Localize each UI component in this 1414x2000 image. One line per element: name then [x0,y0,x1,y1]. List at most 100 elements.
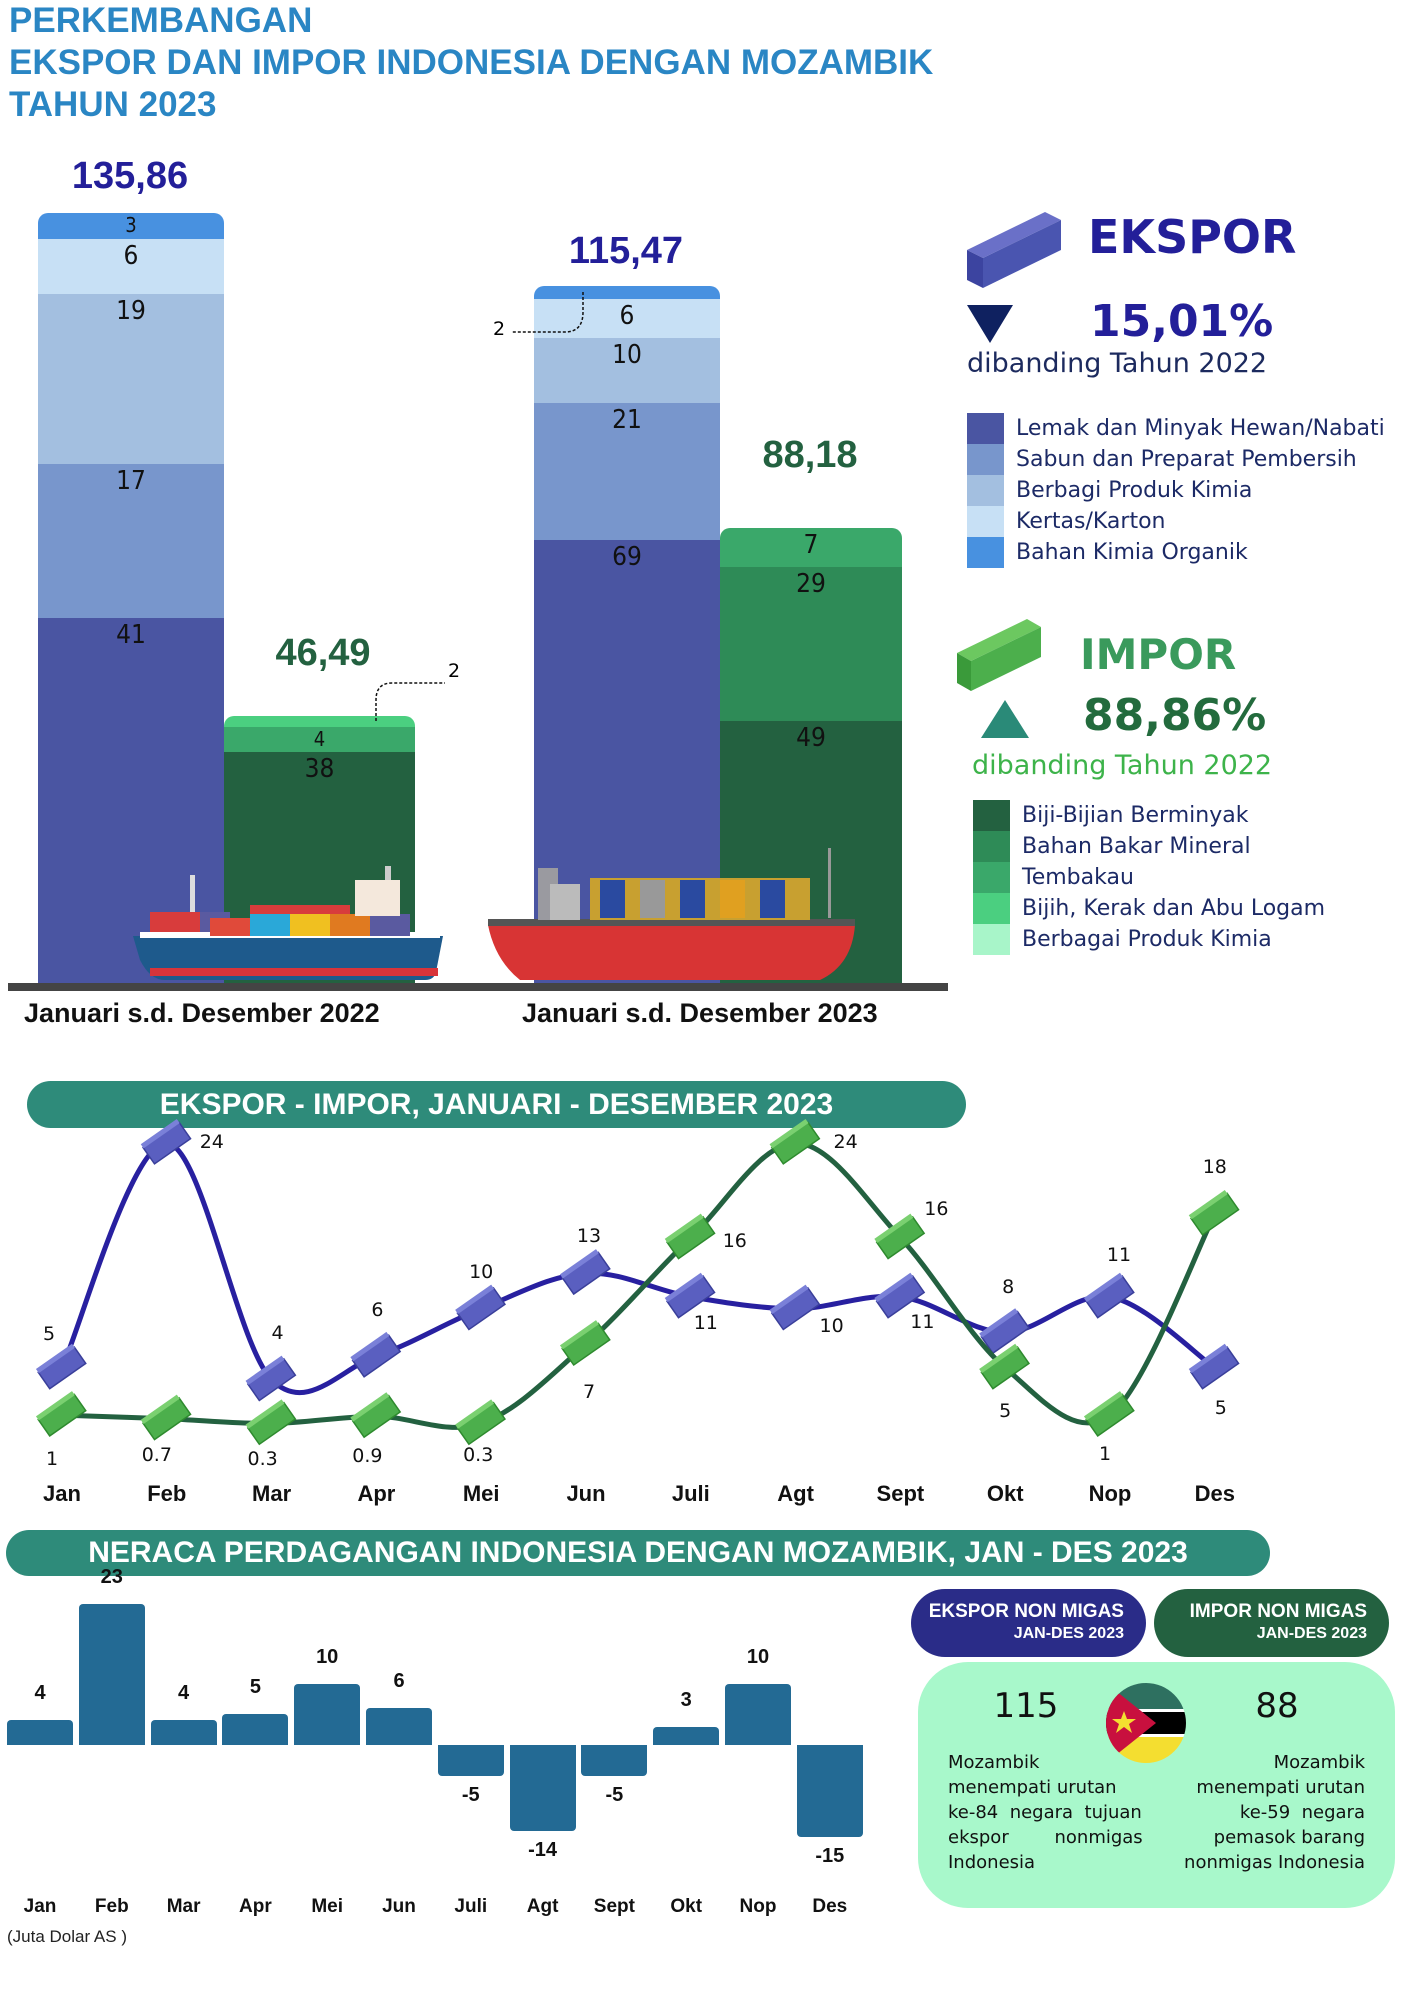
neraca-month-label: Agt [526,1896,559,1917]
data-label-impor: 7 [582,1381,596,1404]
segment-berbagi-produk-kimia: 19 [38,294,224,464]
neraca-bar [222,1714,289,1745]
neraca-value-label: 10 [316,1645,339,1668]
legend-item: Lemak dan Minyak Hewan/Nabati [1016,416,1385,441]
month-label: Nop [1088,1481,1132,1506]
container-impor-icon [957,619,1041,691]
ekspor-nonmigas-period: JAN-DES 2023 [1013,1625,1124,1642]
unit-label: (Juta Dolar AS ) [7,1927,127,1946]
month-label: Juli [671,1481,710,1506]
impor-heading: IMPOR [1080,630,1237,679]
container-marker-impor [874,1213,926,1260]
data-label-impor: 16 [722,1229,747,1252]
month-label: Jan [43,1481,81,1506]
container-marker-impor [350,1392,402,1439]
data-label-ekspor: 5 [42,1322,56,1345]
data-label-impor: 1 [45,1448,59,1471]
rank-text-line: nonmigas Indonesia [1184,1852,1365,1873]
ekspor-compare: dibanding Tahun 2022 [967,348,1268,379]
neraca-value-label: 4 [34,1682,46,1705]
data-label-ekspor: 11 [693,1311,718,1334]
neraca-bar [437,1745,504,1776]
neraca-bar [7,1720,73,1745]
legend-item: Kertas/Karton [1016,509,1166,534]
baseline [8,983,948,991]
legend-item: Bahan Bakar Mineral [1022,834,1251,859]
neraca-month-label: Sept [593,1896,635,1917]
container-marker-impor [769,1118,821,1165]
data-label-ekspor: 24 [199,1131,224,1154]
impor-compare: dibanding Tahun 2022 [972,750,1273,781]
legend-swatch [967,537,1004,568]
ship-icon [133,866,443,980]
neraca-month-label: Jan [23,1896,57,1917]
rank-text-line: Mozambik [1273,1752,1365,1773]
legend-item: Tembakau [1022,865,1134,890]
container-marker-ekspor [874,1272,926,1319]
container-marker-ekspor [1188,1343,1240,1390]
data-label-impor: 1 [1098,1443,1112,1466]
rank-text-line: Mozambik [948,1752,1040,1773]
container-marker-ekspor [35,1343,87,1390]
neraca-month-label: Okt [670,1896,703,1917]
container-marker-impor [664,1213,716,1260]
data-label-ekspor: 13 [576,1225,602,1248]
container-marker-ekspor [769,1284,821,1331]
neraca-value-label: -5 [461,1783,480,1806]
neraca-bar [653,1726,720,1745]
data-label-impor: 0.3 [463,1444,494,1467]
total-impor-2023: 88,18 [762,434,858,476]
title-line-1: PERKEMBANGAN [9,1,313,40]
month-label: Mei [462,1481,500,1506]
container-marker-ekspor [979,1308,1031,1355]
segment-kertas-karton: 6 [534,299,720,338]
container-marker-ekspor [559,1249,611,1296]
segment-bijih-kerak [224,716,415,727]
segment-kertas-karton: 6 [38,239,224,294]
neraca-bar [150,1720,217,1745]
month-label: Apr [357,1481,396,1506]
container-marker-ekspor [140,1118,192,1165]
neraca-month-label: Feb [94,1896,129,1917]
legend-item: Berbagi Produk Kimia [1016,478,1253,503]
legend-swatch [973,831,1010,862]
ekspor-nonmigas-badge: EKSPOR NON MIGAS JAN-DES 2023 [911,1589,1146,1657]
month-label: Jun [566,1481,606,1506]
segment-bahan-bakar: 29 [720,567,902,721]
data-label-impor: 0.7 [141,1443,172,1466]
container-marker-impor [455,1399,507,1446]
line-chart-header: EKSPOR - IMPOR, JANUARI - DESEMBER 2023 [27,1081,966,1128]
up-triangle-icon [981,700,1029,738]
neraca-month-label: Mar [166,1896,201,1917]
container-ekspor-icon [967,212,1061,288]
neraca-value-label: 6 [393,1670,405,1693]
month-label: Okt [986,1481,1024,1506]
segment-tembakau: 4 [224,727,415,752]
segment-tembakau: 7 [720,528,902,567]
ship-icon [488,848,855,980]
month-label: Des [1194,1481,1235,1506]
rank-text-line: ke-59 negara [1239,1802,1365,1823]
neraca-bar [294,1683,361,1745]
bar-ekspor-2022: 3 6 19 17 41 [38,213,224,983]
container-marker-impor [1083,1391,1135,1438]
line-ekspor [59,1140,1217,1395]
container-marker-impor [35,1391,87,1438]
rank-text-line: pemasok barang [1213,1827,1365,1848]
total-ekspor-2022: 135,86 [71,155,189,197]
ekspor-change: 15,01% [1090,296,1274,347]
impor-nonmigas-period: JAN-DES 2023 [1256,1625,1367,1642]
legend-item: Sabun dan Preparat Pembersih [1016,447,1357,472]
rank-text-line: menempati urutan [948,1777,1117,1798]
data-label-impor: 0.9 [352,1445,383,1468]
segment-bahan-kimia-organik [534,286,720,299]
legend-item: Biji-Bijian Berminyak [1022,803,1249,828]
segment-sabun: 17 [38,464,224,618]
legend-swatch [973,924,1010,955]
bar-decorations [133,292,855,980]
container-marker-impor [559,1320,611,1367]
segment-berbagi-produk-kimia: 10 [534,338,720,403]
container-marker-ekspor [1083,1272,1135,1319]
